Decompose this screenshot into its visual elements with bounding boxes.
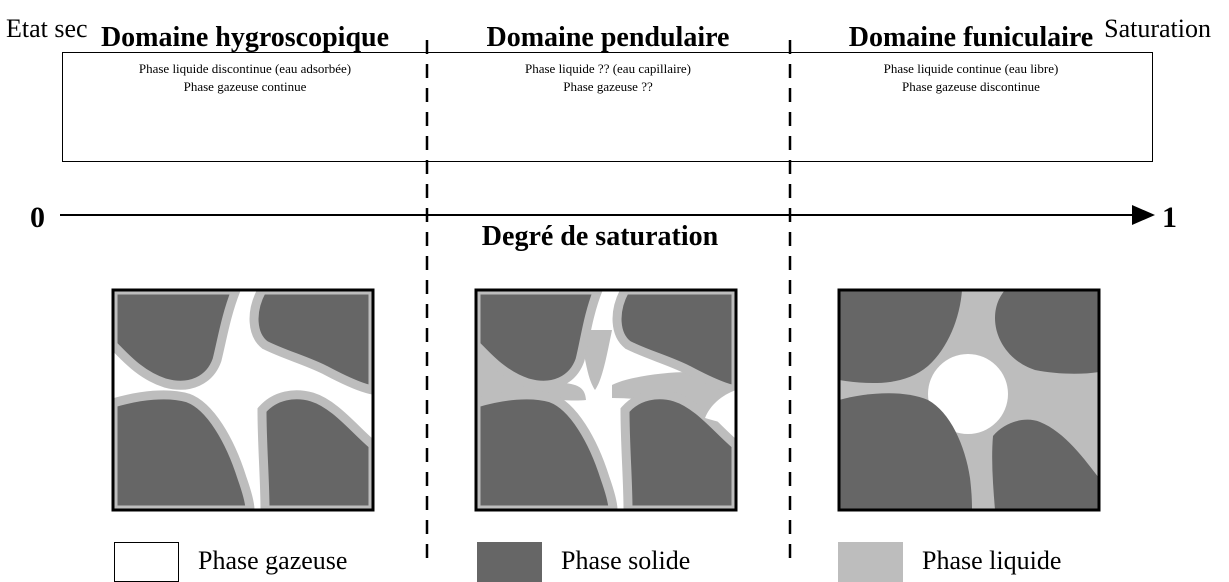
legend-swatch-solid <box>477 542 542 582</box>
legend-swatch-gas <box>114 542 179 582</box>
domain-title: Domaine hygroscopique <box>100 22 390 53</box>
legend-label-gas: Phase gazeuse <box>198 546 348 575</box>
pore-panel-funicular <box>837 288 1101 512</box>
domain-pendular: Domaine pendulaire Phase liquide ?? (eau… <box>427 0 789 110</box>
gas-pocket <box>705 390 736 425</box>
domains-box <box>62 52 1153 162</box>
domain-line: Phase gazeuse discontinue <box>902 79 1040 94</box>
gas-bubble <box>928 354 1008 434</box>
domain-funicular: Domaine funiculaire Phase liquide contin… <box>790 0 1152 110</box>
axis-title: Degré de saturation <box>481 221 719 252</box>
pore-panel-pendular <box>474 288 738 512</box>
domain-title: Domaine pendulaire <box>486 22 730 53</box>
axis-start-label: 0 <box>30 201 45 234</box>
liquid-bridge <box>580 330 612 390</box>
pore-panel-hygroscopic <box>111 288 375 512</box>
dry-state-label: Etat sec <box>6 14 88 43</box>
domain-hygroscopic: Domaine hygroscopique Phase liquide disc… <box>64 0 426 110</box>
domain-line: Phase liquide discontinue (eau adsorbée) <box>138 61 352 76</box>
saturation-label: Saturation <box>1104 14 1211 43</box>
legend-label-liquid: Phase liquide <box>922 546 1062 575</box>
domain-line: Phase gazeuse continue <box>183 79 307 94</box>
legend-swatch-liquid <box>838 542 903 582</box>
legend-label-solid: Phase solide <box>561 546 691 575</box>
axis-end-label: 1 <box>1162 201 1177 234</box>
axis-arrowhead <box>1132 205 1155 225</box>
domain-line: Phase liquide continue (eau libre) <box>883 61 1059 76</box>
domain-line: Phase gazeuse ?? <box>563 79 653 94</box>
domain-line: Phase liquide ?? (eau capillaire) <box>524 61 692 76</box>
domain-title: Domaine funiculaire <box>848 22 1094 53</box>
